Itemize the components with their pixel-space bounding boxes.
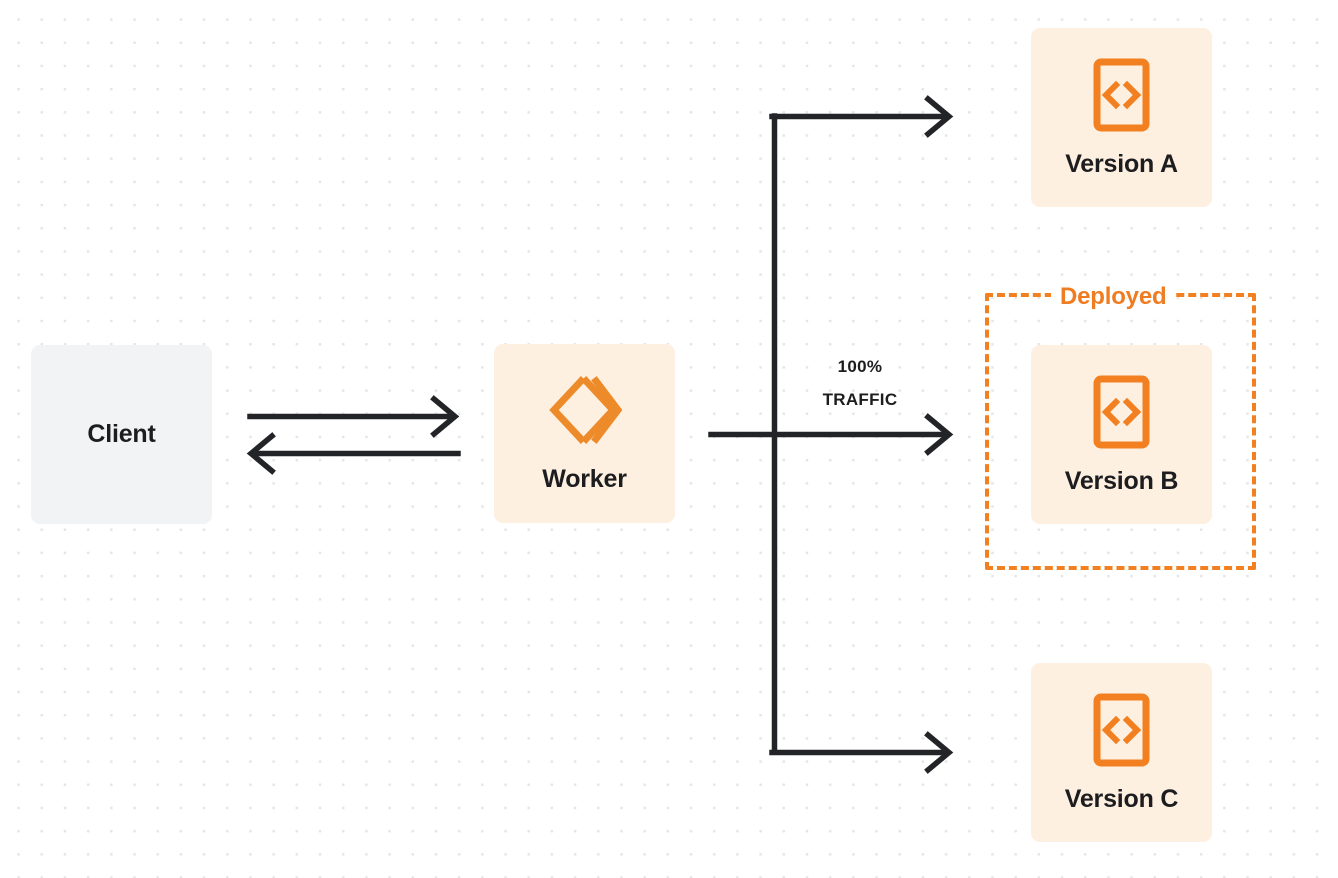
arrow-worker-to-version-a [769,95,954,138]
node-version-a[interactable]: Version A [1031,28,1212,207]
node-worker[interactable]: Worker [494,344,675,523]
node-version-b-label: Version B [1064,467,1179,495]
node-worker-label: Worker [542,465,627,493]
cloudflare-workers-icon [548,375,622,445]
traffic-percent: 100% [837,357,883,376]
deployed-group-label: Deployed [1051,283,1176,311]
node-client-label: Client [87,420,156,448]
arrow-worker-to-version-b [708,413,954,456]
arrow-worker-to-version-c [769,731,954,774]
traffic-caption: TRAFFIC [822,390,898,409]
node-version-b[interactable]: Version B [1031,345,1212,524]
node-client[interactable]: Client [31,345,212,524]
node-version-a-label: Version A [1065,150,1178,178]
code-file-icon [1093,693,1150,767]
code-file-icon [1093,375,1150,449]
node-version-c[interactable]: Version C [1031,663,1212,842]
code-file-icon [1093,58,1150,132]
traffic-annotation: 100% TRAFFIC [790,350,930,416]
arrow-worker-to-client [246,432,461,475]
arrow-client-to-worker [247,395,460,438]
node-version-c-label: Version C [1064,785,1179,813]
